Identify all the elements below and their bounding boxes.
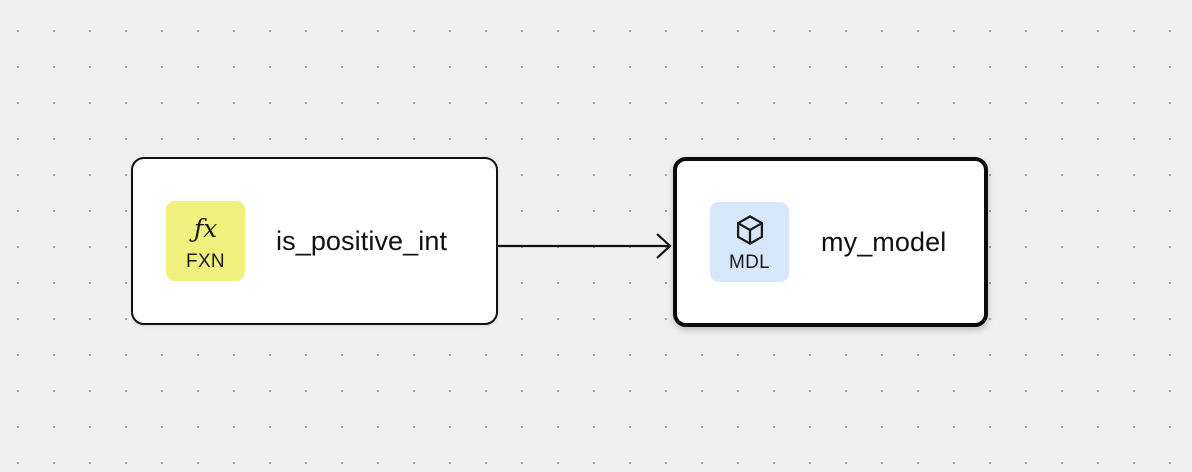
edge-arrowhead-icon bbox=[656, 233, 672, 259]
fxn-badge: ƒx FXN bbox=[166, 201, 245, 281]
fxn-badge-kind-label: FXN bbox=[186, 250, 225, 272]
cube-box-icon bbox=[733, 213, 767, 247]
node-title-my-model: my_model bbox=[821, 226, 947, 257]
function-fx-icon: ƒx bbox=[193, 214, 218, 243]
node-title-is-positive-int: is_positive_int bbox=[276, 225, 448, 256]
node-is-positive-int[interactable]: ƒx FXN is_positive_int bbox=[131, 157, 498, 325]
mdl-badge-kind-label: MDL bbox=[728, 251, 770, 273]
node-my-model[interactable]: MDL my_model bbox=[673, 157, 988, 327]
edge-is_positive_int-my_model[interactable] bbox=[498, 233, 672, 259]
mdl-badge: MDL bbox=[710, 202, 789, 282]
